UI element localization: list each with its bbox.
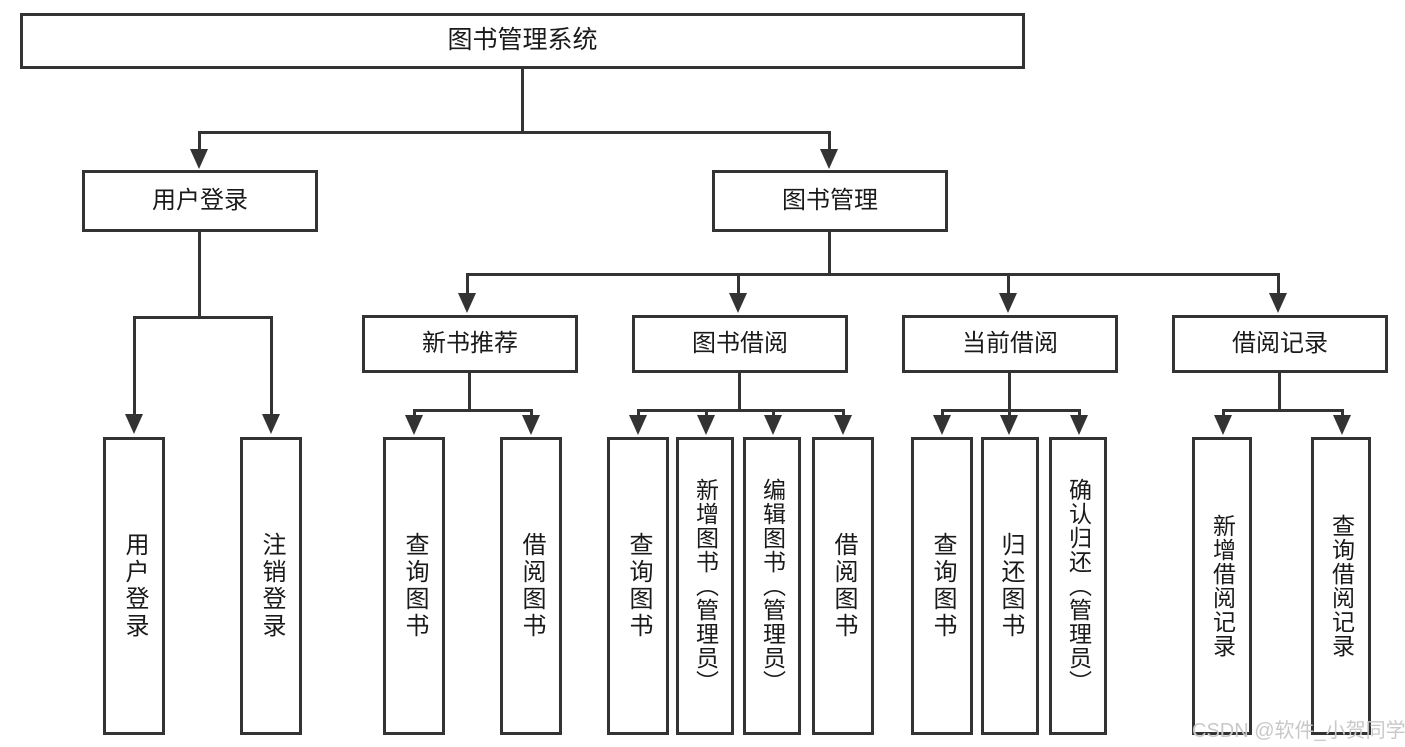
- node-leaf-borrow-book-recommend[interactable]: 借阅图书: [500, 437, 562, 735]
- edge-root-down: [521, 69, 524, 131]
- edge-nbr-bus: [413, 409, 533, 412]
- arrow-to-user-login: [190, 149, 208, 169]
- node-borrow-record[interactable]: 借阅记录: [1172, 315, 1388, 373]
- node-label: 当前借阅: [962, 329, 1058, 357]
- node-leaf-edit-book-admin[interactable]: 编辑图书（管理员）: [743, 437, 801, 735]
- edge-cb-branch-2: [1008, 409, 1011, 417]
- node-leaf-return-book[interactable]: 归还图书: [981, 437, 1039, 735]
- edge-user-login-branch-2: [270, 316, 273, 416]
- arrow-to-leaf-return-book: [1000, 415, 1018, 435]
- node-leaf-confirm-return-admin[interactable]: 确认归还（管理员）: [1049, 437, 1107, 735]
- node-leaf-user-login[interactable]: 用户登录: [103, 437, 165, 735]
- arrow-to-leaf-borrow-book-2: [834, 415, 852, 435]
- arrow-to-leaf-query-book-1: [405, 415, 423, 435]
- edge-book-management-bus: [466, 273, 1278, 276]
- node-current-borrow[interactable]: 当前借阅: [902, 315, 1118, 373]
- node-label: 新增图书（管理员）: [692, 478, 719, 694]
- arrow-to-leaf-query-borrow-record: [1333, 415, 1351, 435]
- node-leaf-query-book-current[interactable]: 查询图书: [911, 437, 973, 735]
- edge-br-branch-1: [1222, 409, 1225, 417]
- edge-cb-bus: [941, 409, 1081, 412]
- edge-user-login-bus: [133, 316, 273, 319]
- edge-bb-down: [738, 373, 741, 409]
- node-label: 确认归还（管理员）: [1065, 478, 1092, 694]
- edge-bb-branch-1: [637, 409, 640, 417]
- arrow-to-book-borrow: [729, 293, 747, 313]
- node-book-management[interactable]: 图书管理: [712, 170, 948, 232]
- edge-br-branch-2: [1341, 409, 1344, 417]
- edge-user-login-branch-1: [133, 316, 136, 416]
- edge-bb-branch-2: [705, 409, 708, 417]
- edge-nbr-branch-2: [530, 409, 533, 417]
- arrow-to-leaf-query-book-3: [933, 415, 951, 435]
- edge-bb-branch-3: [772, 409, 775, 417]
- node-label: 查询图书: [625, 532, 652, 640]
- node-leaf-query-book-recommend[interactable]: 查询图书: [383, 437, 445, 735]
- node-label: 图书管理系统: [447, 26, 598, 55]
- node-label: 查询图书: [401, 532, 428, 640]
- edge-nbr-down: [468, 373, 471, 409]
- edge-user-login-down: [198, 232, 201, 316]
- node-label: 查询图书: [929, 532, 956, 640]
- node-new-book-recommend[interactable]: 新书推荐: [362, 315, 578, 373]
- node-label: 图书借阅: [692, 329, 788, 357]
- node-leaf-query-book-borrow[interactable]: 查询图书: [607, 437, 669, 735]
- edge-cb-branch-3: [1078, 409, 1081, 417]
- arrow-to-leaf-user-login: [125, 414, 143, 434]
- node-label: 用户登录: [152, 186, 248, 214]
- edge-root-to-book-management: [828, 131, 831, 151]
- arrow-to-new-book-recommend: [458, 293, 476, 313]
- node-leaf-query-borrow-record[interactable]: 查询借阅记录: [1311, 437, 1371, 735]
- node-label: 注销登录: [258, 532, 285, 640]
- node-leaf-add-borrow-record[interactable]: 新增借阅记录: [1192, 437, 1252, 735]
- edge-br-bus: [1222, 409, 1344, 412]
- arrow-to-leaf-query-book-2: [629, 415, 647, 435]
- edge-bm-branch-4: [1277, 273, 1280, 295]
- arrow-to-leaf-logout-login: [262, 414, 280, 434]
- node-label: 用户登录: [121, 532, 148, 640]
- edge-book-management-down: [828, 232, 831, 273]
- csdn-watermark: CSDN @软件_小贺同学: [1192, 720, 1405, 742]
- node-label: 借阅图书: [518, 532, 545, 640]
- arrow-to-leaf-edit-book-admin: [764, 415, 782, 435]
- edge-root-to-user-login: [198, 131, 201, 151]
- arrow-to-current-borrow: [999, 293, 1017, 313]
- arrow-to-leaf-borrow-book-1: [522, 415, 540, 435]
- arrow-to-leaf-confirm-return-admin: [1070, 415, 1088, 435]
- node-label: 查询借阅记录: [1328, 514, 1355, 658]
- edge-bb-bus: [637, 409, 845, 412]
- node-label: 新书推荐: [422, 329, 518, 357]
- edge-bm-branch-1: [466, 273, 469, 295]
- edge-nbr-branch-1: [413, 409, 416, 417]
- arrow-to-leaf-add-book-admin: [697, 415, 715, 435]
- node-label: 编辑图书（管理员）: [759, 478, 786, 694]
- edge-root-bus: [198, 131, 830, 134]
- edge-bm-branch-2: [737, 273, 740, 295]
- arrow-to-leaf-add-borrow-record: [1214, 415, 1232, 435]
- node-leaf-add-book-admin[interactable]: 新增图书（管理员）: [676, 437, 734, 735]
- edge-bb-branch-4: [842, 409, 845, 417]
- node-label: 借阅记录: [1232, 329, 1328, 357]
- node-label: 新增借阅记录: [1209, 514, 1236, 658]
- node-book-borrow[interactable]: 图书借阅: [632, 315, 848, 373]
- node-root-book-management-system[interactable]: 图书管理系统: [20, 13, 1025, 69]
- node-label: 借阅图书: [830, 532, 857, 640]
- node-leaf-borrow-book-borrow[interactable]: 借阅图书: [812, 437, 874, 735]
- edge-br-down: [1278, 373, 1281, 409]
- node-label: 归还图书: [997, 532, 1024, 640]
- node-label: 图书管理: [782, 186, 878, 214]
- edge-bm-branch-3: [1007, 273, 1010, 295]
- arrow-to-borrow-record: [1269, 293, 1287, 313]
- edge-cb-branch-1: [941, 409, 944, 417]
- arrow-to-book-management: [820, 149, 838, 169]
- node-user-login[interactable]: 用户登录: [82, 170, 318, 232]
- node-leaf-logout-login[interactable]: 注销登录: [240, 437, 302, 735]
- edge-cb-down: [1008, 373, 1011, 409]
